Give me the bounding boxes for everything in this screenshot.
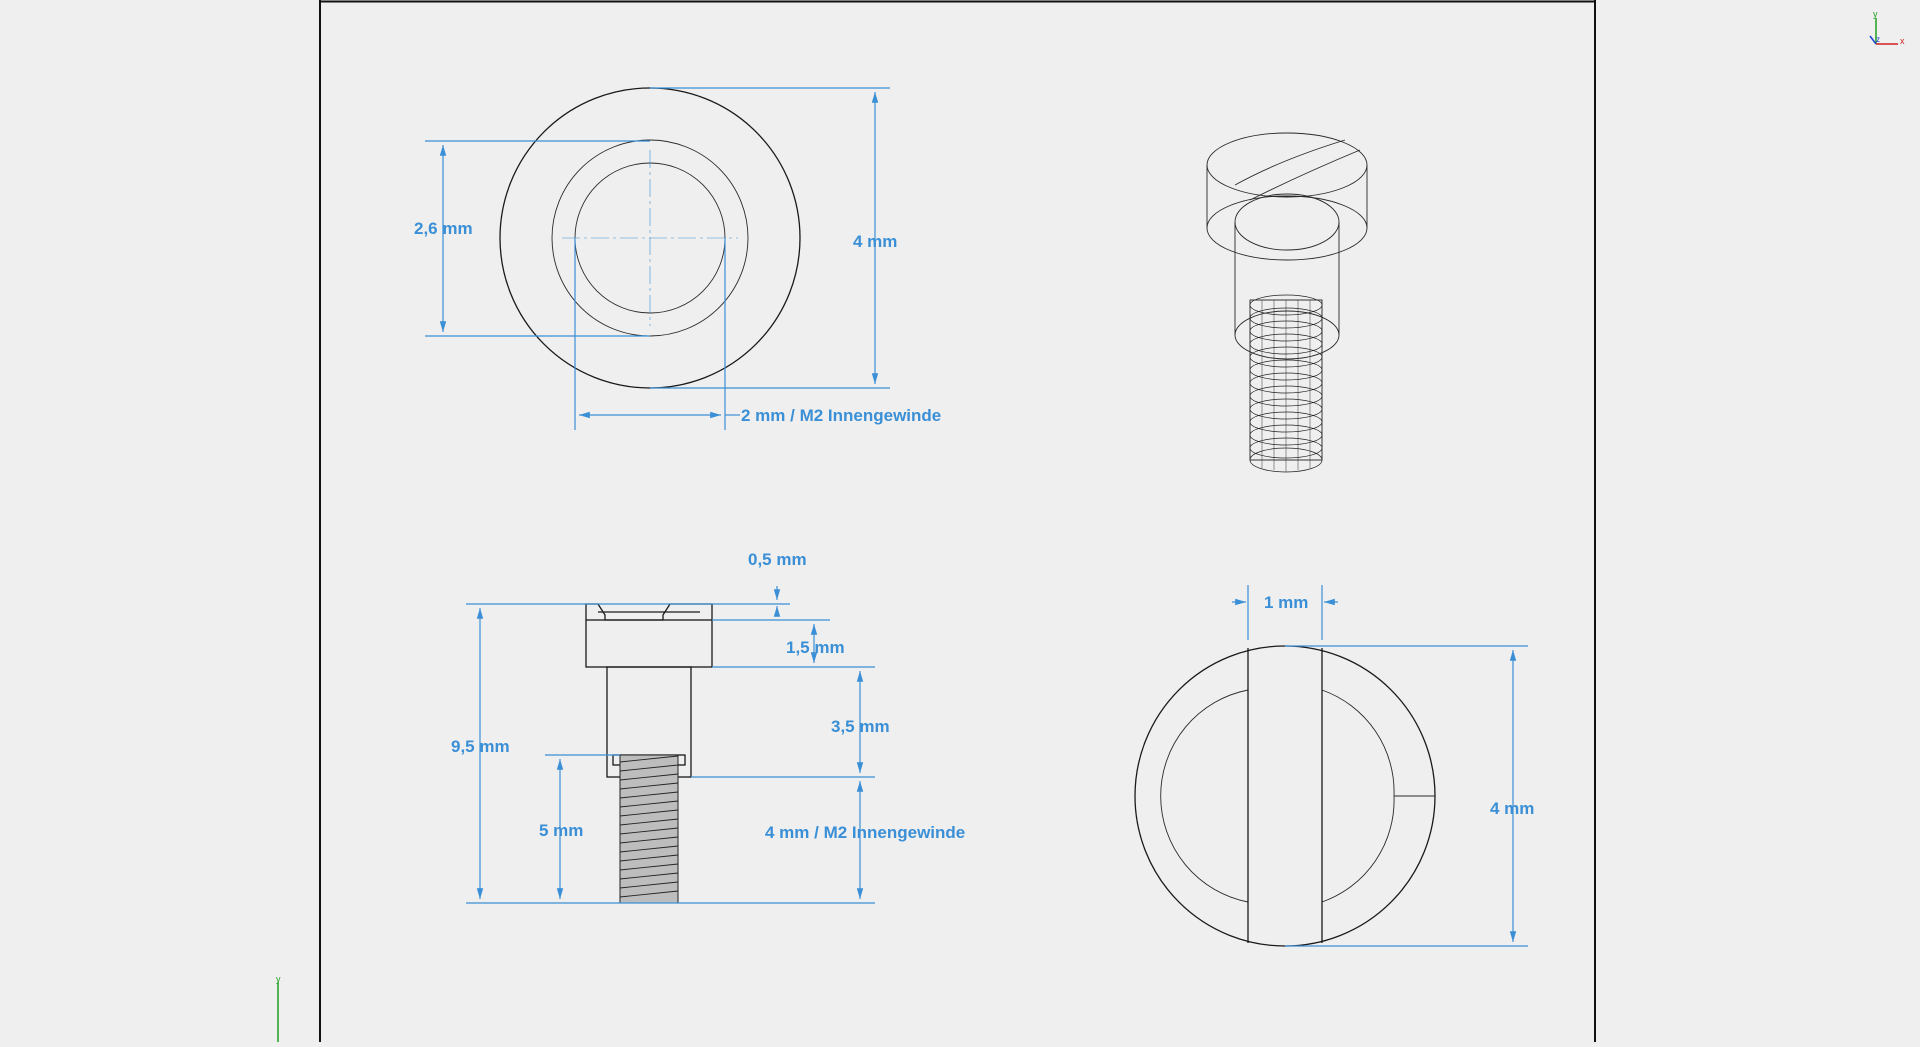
svg-text:x: x [1900, 36, 1905, 46]
dim-top-thread: 2 mm / M2 Innengewinde [741, 406, 941, 425]
sheet-frame [319, 0, 1596, 1042]
side-view[interactable]: 0,5 mm 1,5 mm 3,5 mm 4 mm / M2 Innengewi… [451, 550, 965, 904]
top-view[interactable]: 4 mm 2,6 mm 2 mm / M2 Innengewinde [414, 87, 941, 430]
dim-side-slot: 0,5 mm [748, 550, 807, 569]
dim-top-outer: 4 mm [853, 232, 897, 251]
svg-text:y: y [276, 974, 281, 984]
dim-front-diameter: 4 mm [1490, 799, 1534, 818]
front-view[interactable]: 1 mm 4 mm [1134, 585, 1534, 947]
dim-side-thread: 4 mm / M2 Innengewinde [765, 823, 965, 842]
axis-triad-top-right: y x z [1869, 9, 1905, 46]
dim-top-shaft: 2,6 mm [414, 219, 473, 238]
dim-front-slot: 1 mm [1264, 593, 1308, 612]
dim-side-thread-len: 5 mm [539, 821, 583, 840]
dim-side-total: 9,5 mm [451, 737, 510, 756]
svg-text:y: y [1873, 9, 1878, 19]
iso-thread [1249, 294, 1323, 473]
side-thread [619, 754, 679, 904]
svg-text:z: z [1876, 35, 1880, 44]
front-outer-circle [1134, 645, 1436, 947]
screw-head [585, 619, 713, 668]
dim-side-shoulder: 3,5 mm [831, 717, 890, 736]
isometric-view[interactable] [1206, 132, 1368, 473]
dim-side-head: 1,5 mm [786, 638, 845, 657]
axis-triad-bottom-left: y [276, 974, 281, 1042]
